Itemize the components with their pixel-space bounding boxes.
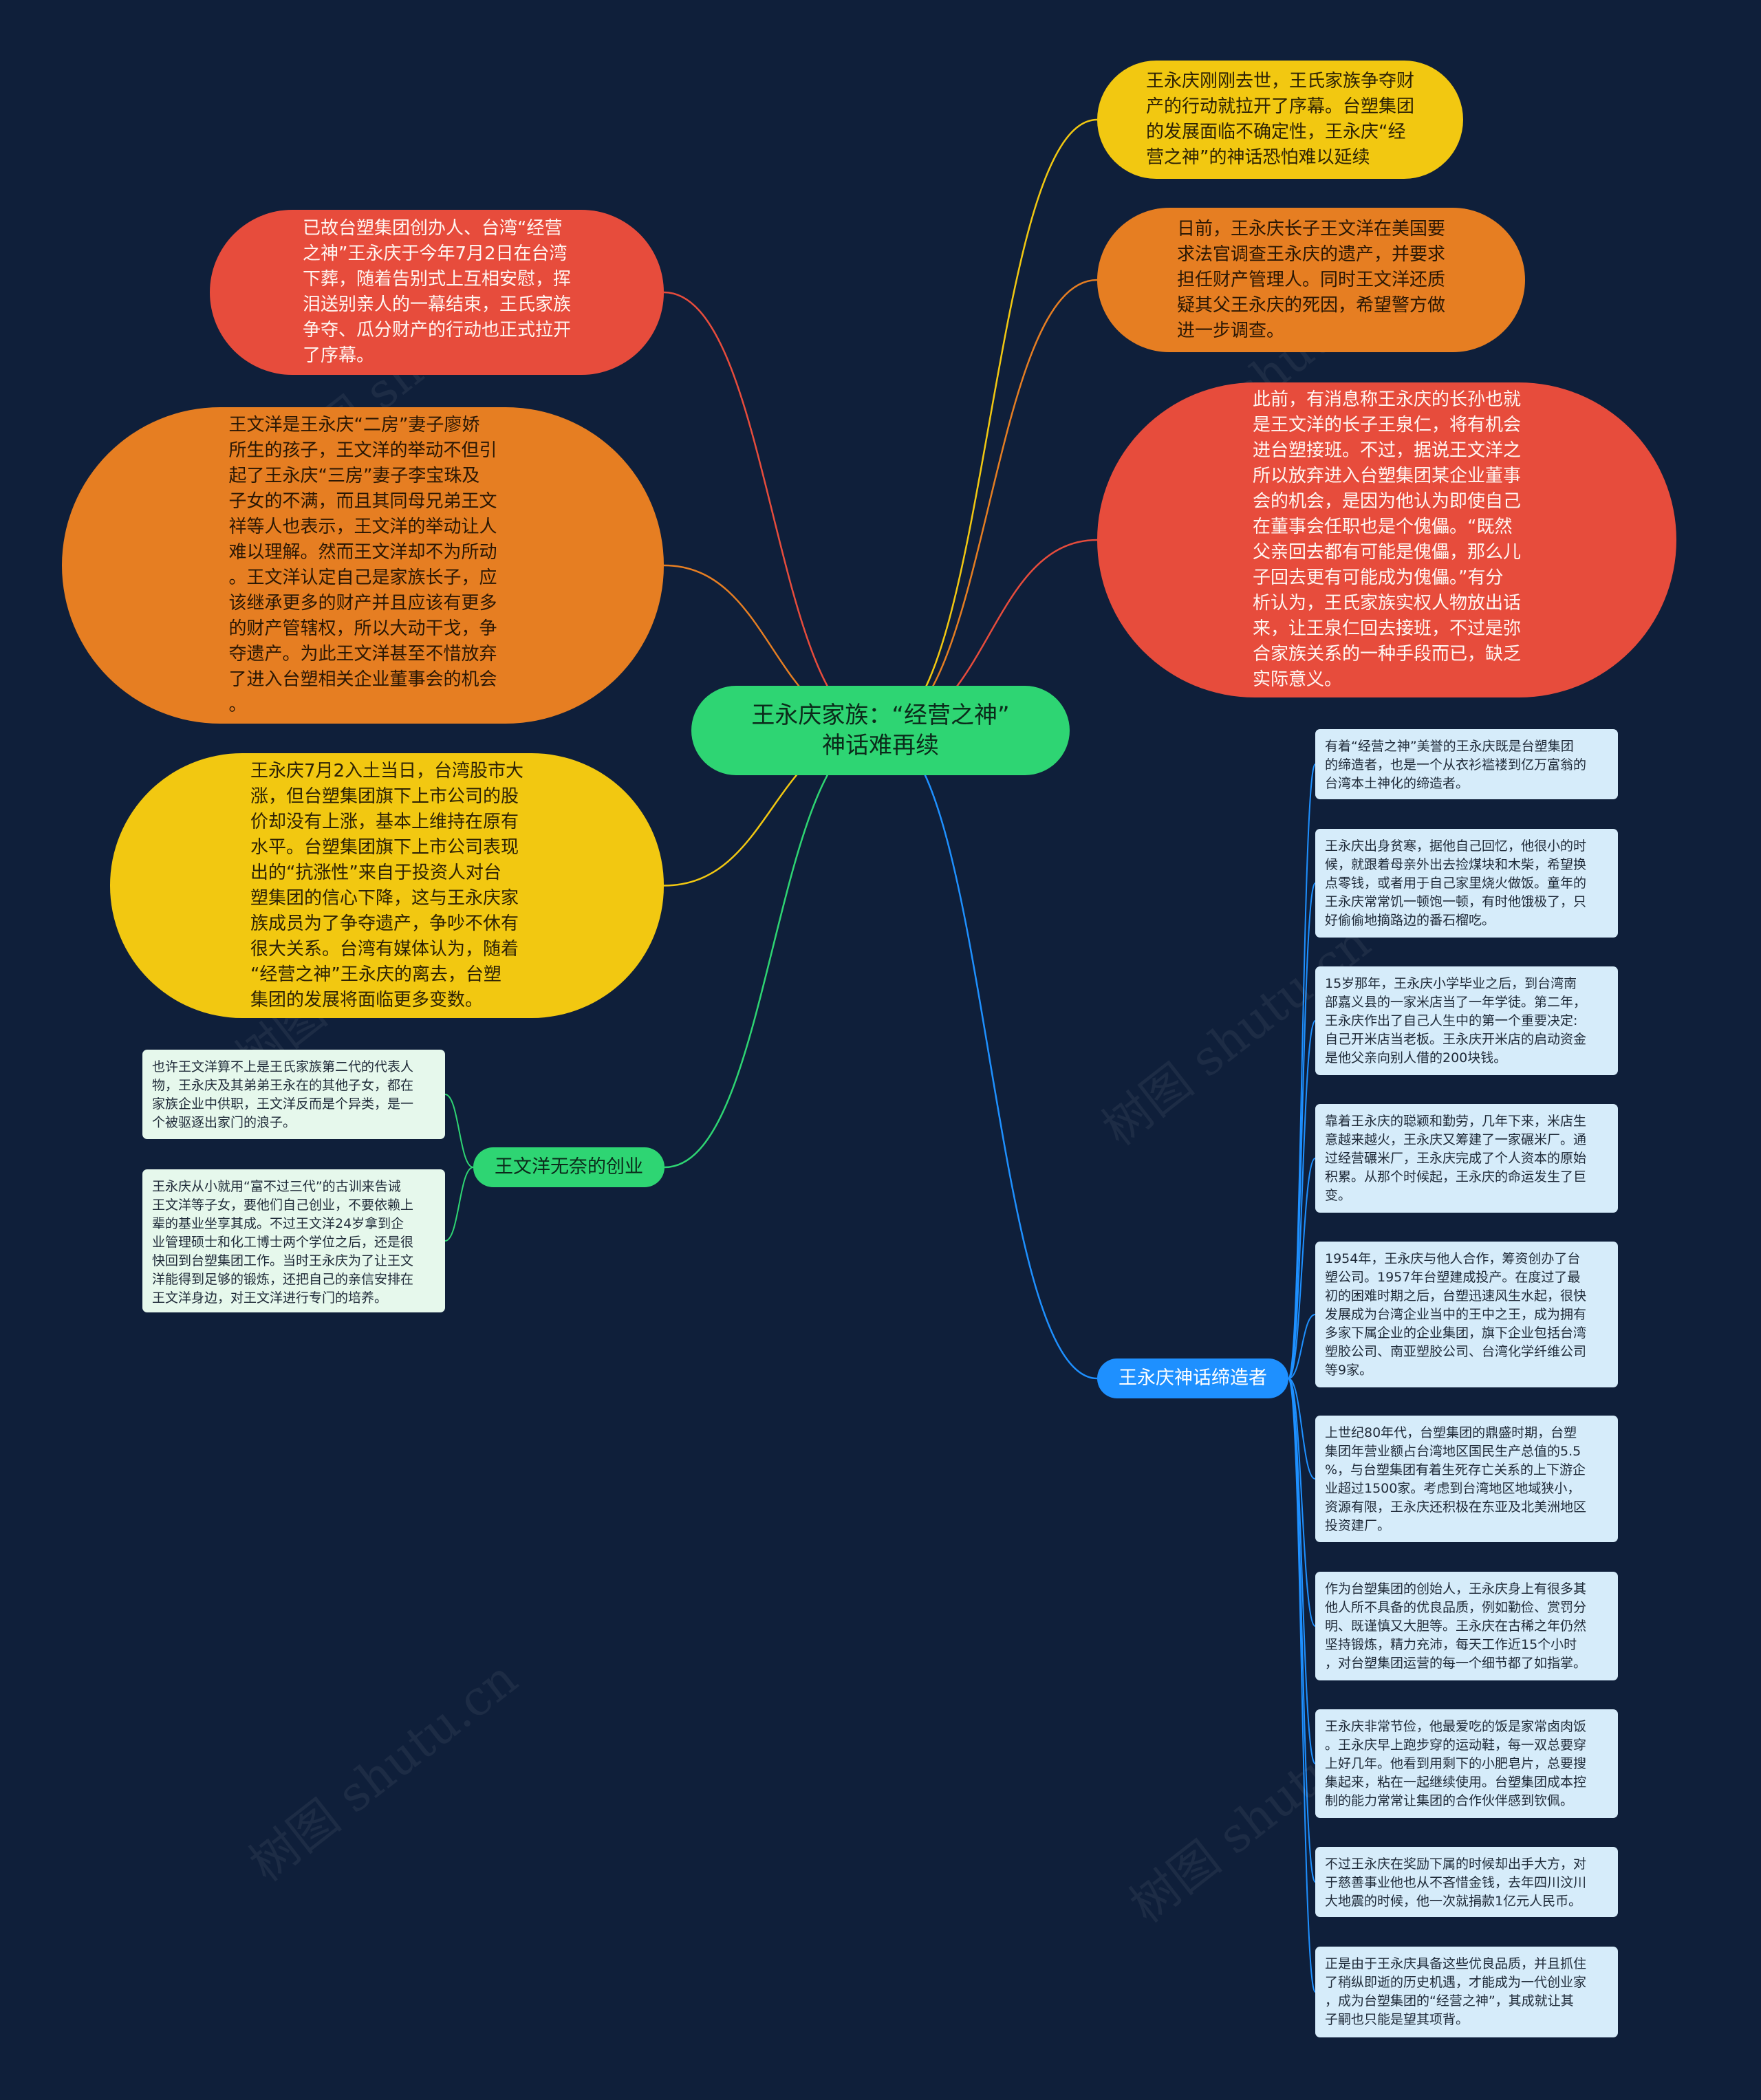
note-text: 1954年，王永庆与他人合作，筹资创办了台 塑公司。1957年台塑建成投产。在度… [1325, 1251, 1587, 1378]
note-text: 靠着王永庆的聪颖和勤劳，几年下来，米店生 意越来越火，王永庆又筹建了一家碾米厂。… [1325, 1114, 1587, 1203]
topic-bubble-l2[interactable]: 王文洋是王永庆“二房”妻子廖娇 所生的孩子，王文洋的举动不但引 起了王永庆“三房… [62, 407, 664, 724]
connector-green-branch [664, 729, 881, 1169]
topic-bubble-l3[interactable]: 王永庆7月2入土当日，台湾股市大 涨，但台塑集团旗下上市公司的股 价却没有上涨，… [110, 753, 664, 1018]
branch-myth-creator[interactable]: 王永庆神话缔造者 [1097, 1358, 1288, 1398]
note-text: 上世纪80年代，台塑集团的鼎盛时期，台塑 集团年营业额占台湾地区国民生产总值的5… [1325, 1425, 1587, 1533]
topic-bubble-l1[interactable]: 已故台塑集团创办人、台湾“经营 之神”王永庆于今年7月2日在台湾 下葬，随着告别… [210, 210, 664, 375]
topic-text: 王永庆刚刚去世，王氏家族争夺财 产的行动就拉开了序幕。台塑集团 的发展面临不确定… [1145, 71, 1414, 168]
note-card-blue-4[interactable]: 靠着王永庆的聪颖和勤劳，几年下来，米店生 意越来越火，王永庆又筹建了一家碾米厂。… [1315, 1104, 1618, 1213]
note-card-blue-6[interactable]: 上世纪80年代，台塑集团的鼎盛时期，台塑 集团年营业额占台湾地区国民生产总值的5… [1315, 1416, 1618, 1542]
connector-r2 [880, 279, 1098, 732]
connector-blue-leaf-3 [1288, 1158, 1316, 1379]
connector-blue-leaf-5 [1288, 1378, 1316, 1480]
connector-green-leaf-1 [444, 1167, 474, 1242]
connector-blue-branch [880, 729, 1098, 1380]
topic-bubble-r1[interactable]: 王永庆刚刚去世，王氏家族争夺财 产的行动就拉开了序幕。台塑集团 的发展面临不确定… [1097, 61, 1463, 179]
note-text: 不过王永庆在奖励下属的时候却出手大方，对 于慈善事业他也从不吝惜金钱，去年四川汶… [1325, 1857, 1587, 1909]
topic-bubble-r3[interactable]: 此前，有消息称王永庆的长孙也就 是王文洋的长子王泉仁，将有机会 进台塑接班。不过… [1097, 382, 1676, 697]
note-text: 有着“经营之神”美誉的王永庆既是台塑集团 的缔造者，也是一个从衣衫褴褛到亿万富翁… [1325, 739, 1587, 791]
note-card-green-1[interactable]: 也许王文洋算不上是王氏家族第二代的代表人 物，王永庆及其弟弟王永在的其他子女，都… [142, 1050, 445, 1139]
branch-wang-wenyang-startup[interactable]: 王文洋无奈的创业 [473, 1147, 665, 1187]
note-card-blue-3[interactable]: 15岁那年，王永庆小学毕业之后，到台湾南 部嘉义县的一家米店当了一年学徒。第二年… [1315, 966, 1618, 1075]
topic-text: 日前，王永庆长子王文洋在美国要 求法官调查王永庆的遗产，并要求 担任财产管理人。… [1176, 218, 1445, 341]
note-text: 作为台塑集团的创始人，王永庆身上有很多其 他人所不具备的优良品质，例如勤俭、赏罚… [1325, 1581, 1587, 1671]
connector-blue-leaf-4 [1288, 1314, 1316, 1379]
note-card-blue-2[interactable]: 王永庆出身贫寒，据他自己回忆，他很小的时 候，就跟着母亲外出去捡煤块和木柴，希望… [1315, 829, 1618, 938]
root-topic-label: 王永庆家族：“经营之神” 神话难再续 [751, 702, 1010, 759]
branch-label: 王文洋无奈的创业 [495, 1156, 643, 1178]
connector-blue-leaf-1 [1288, 883, 1316, 1379]
note-card-blue-7[interactable]: 作为台塑集团的创始人，王永庆身上有很多其 他人所不具备的优良品质，例如勤俭、赏罚… [1315, 1572, 1618, 1680]
note-text: 正是由于王永庆具备这些优良品质，并且抓住 了稍纵即逝的历史机遇，才能成为一代创业… [1325, 1956, 1587, 2027]
connector-green-leaf-0 [444, 1094, 474, 1168]
note-text: 也许王文洋算不上是王氏家族第二代的代表人 物，王永庆及其弟弟王永在的其他子女，都… [152, 1059, 414, 1130]
note-card-blue-1[interactable]: 有着“经营之神”美誉的王永庆既是台塑集团 的缔造者，也是一个从衣衫褴褛到亿万富翁… [1315, 729, 1618, 799]
topic-text: 王文洋是王永庆“二房”妻子廖娇 所生的孩子，王文洋的举动不但引 起了王永庆“三房… [228, 415, 497, 715]
root-topic[interactable]: 王永庆家族：“经营之神” 神话难再续 [691, 686, 1070, 775]
topic-text: 王永庆7月2入土当日，台湾股市大 涨，但台塑集团旗下上市公司的股 价却没有上涨，… [250, 760, 524, 1010]
connector-l1 [663, 291, 881, 732]
note-text: 王永庆从小就用“富不过三代”的古训来告诫 王文洋等子女，要他们自己创业，不要依赖… [152, 1179, 414, 1306]
connector-blue-leaf-0 [1288, 764, 1316, 1379]
note-text: 王永庆出身贫寒，据他自己回忆，他很小的时 候，就跟着母亲外出去捡煤块和木柴，希望… [1325, 838, 1587, 928]
note-card-blue-8[interactable]: 王永庆非常节俭，他最爱吃的饭是家常卤肉饭 。王永庆早上跑步穿的运动鞋，每一双总要… [1315, 1709, 1618, 1818]
connector-blue-leaf-2 [1288, 1020, 1316, 1379]
connector-r1 [880, 118, 1098, 732]
note-text: 王永庆非常节俭，他最爱吃的饭是家常卤肉饭 。王永庆早上跑步穿的运动鞋，每一双总要… [1325, 1719, 1587, 1808]
connector-blue-leaf-9 [1288, 1378, 1316, 1993]
note-text: 15岁那年，王永庆小学毕业之后，到台湾南 部嘉义县的一家米店当了一年学徒。第二年… [1325, 976, 1587, 1065]
topic-text: 此前，有消息称王永庆的长孙也就 是王文洋的长子王泉仁，将有机会 进台塑接班。不过… [1252, 389, 1521, 690]
note-card-blue-5[interactable]: 1954年，王永庆与他人合作，筹资创办了台 塑公司。1957年台塑建成投产。在度… [1315, 1242, 1618, 1387]
topic-bubble-r2[interactable]: 日前，王永庆长子王文洋在美国要 求法官调查王永庆的遗产，并要求 担任财产管理人。… [1097, 208, 1525, 352]
note-card-blue-9[interactable]: 不过王永庆在奖励下属的时候却出手大方，对 于慈善事业他也从不吝惜金钱，去年四川汶… [1315, 1847, 1618, 1917]
branch-label: 王永庆神话缔造者 [1119, 1367, 1267, 1389]
note-card-green-2[interactable]: 王永庆从小就用“富不过三代”的古训来告诫 王文洋等子女，要他们自己创业，不要依赖… [142, 1169, 445, 1312]
connector-blue-leaf-6 [1288, 1378, 1316, 1627]
connector-blue-leaf-8 [1288, 1378, 1316, 1883]
topic-text: 已故台塑集团创办人、台湾“经营 之神”王永庆于今年7月2日在台湾 下葬，随着告别… [302, 218, 571, 366]
note-card-blue-10[interactable]: 正是由于王永庆具备这些优良品质，并且抓住 了稍纵即逝的历史机遇，才能成为一代创业… [1315, 1947, 1618, 2037]
